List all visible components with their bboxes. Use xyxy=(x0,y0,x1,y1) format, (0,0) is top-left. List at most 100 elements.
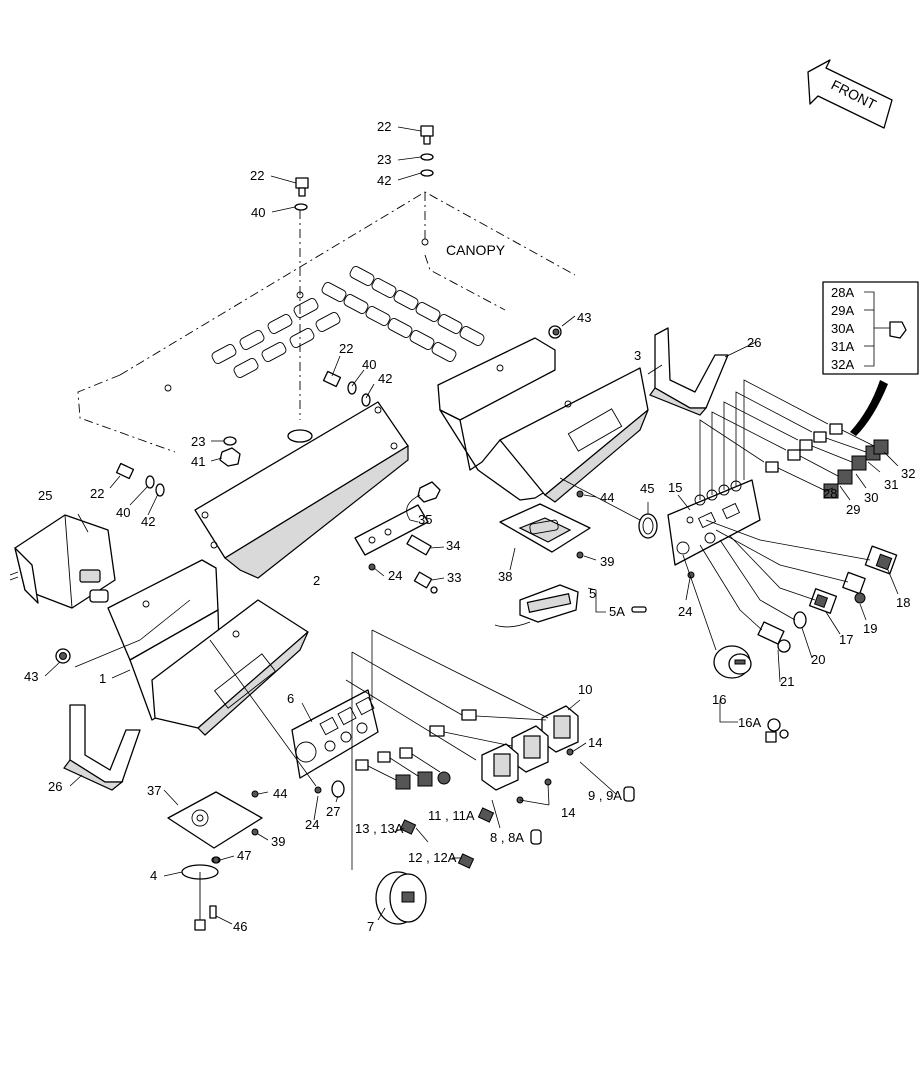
hour-meter-7 xyxy=(375,871,427,925)
callout-11-11a: 11 , 11A xyxy=(428,808,475,823)
callout-3: 3 xyxy=(634,348,641,363)
callout-6: 6 xyxy=(287,691,294,706)
callout-12-12a: 12 , 12A xyxy=(408,850,457,865)
callout-19: 19 xyxy=(863,621,877,636)
callout-24: 24 xyxy=(305,817,319,832)
callout-1: 1 xyxy=(99,671,106,686)
callout-22: 22 xyxy=(250,168,264,183)
callout-46: 46 xyxy=(233,919,247,934)
legend-28a: 28A xyxy=(831,285,854,300)
key-16a xyxy=(765,718,789,743)
callout-43: 43 xyxy=(24,669,38,684)
callout-42: 42 xyxy=(378,371,392,386)
legend-30a: 30A xyxy=(831,321,854,336)
callout-24: 24 xyxy=(388,568,402,583)
grommet-45 xyxy=(638,513,658,539)
callout-31: 31 xyxy=(884,477,898,492)
callout-38: 38 xyxy=(498,569,512,584)
bolt-stack-top xyxy=(294,125,434,211)
callout-22: 22 xyxy=(339,341,353,356)
callout-22: 22 xyxy=(90,486,104,501)
switches-17-21 xyxy=(757,545,898,653)
callout-39: 39 xyxy=(600,554,614,569)
callout-40: 40 xyxy=(362,357,376,372)
canopy-outline xyxy=(77,191,576,453)
callout-5: 5 xyxy=(589,586,596,601)
callout-16a: 16A xyxy=(738,715,761,730)
callout-18: 18 xyxy=(896,595,910,610)
callout-13-13a: 13 , 13A xyxy=(355,821,404,836)
callout-10: 10 xyxy=(578,682,592,697)
legend-box xyxy=(822,281,919,436)
bezel-38 xyxy=(499,503,591,553)
callout-34: 34 xyxy=(446,538,460,553)
callout-24: 24 xyxy=(678,604,692,619)
callout-41: 41 xyxy=(191,454,205,469)
callout-45: 45 xyxy=(640,481,654,496)
callout-37: 37 xyxy=(147,783,161,798)
switch-bracket-35 xyxy=(354,481,441,594)
console-bracket-1 xyxy=(55,559,309,736)
callout-30: 30 xyxy=(864,490,878,505)
callout-42: 42 xyxy=(141,514,155,529)
mount-bracket-26-right xyxy=(649,327,729,416)
callout-25: 25 xyxy=(38,488,52,503)
callout-16: 16 xyxy=(712,692,726,707)
callout-23: 23 xyxy=(191,434,205,449)
callout-4: 4 xyxy=(150,868,157,883)
callout-26: 26 xyxy=(747,335,761,350)
canopy-label: CANOPY xyxy=(446,242,506,258)
callout-17: 17 xyxy=(839,632,853,647)
callout-32: 32 xyxy=(901,466,915,481)
callout-47: 47 xyxy=(237,848,251,863)
mount-bracket-26-left xyxy=(63,704,141,791)
callout-35: 35 xyxy=(418,512,432,527)
key-switch-16 xyxy=(713,645,752,679)
callout-14: 14 xyxy=(561,805,575,820)
legend-32a: 32A xyxy=(831,357,854,372)
callout-28: 28 xyxy=(823,486,837,501)
harness-wires xyxy=(74,379,871,870)
console-bracket-3 xyxy=(437,325,649,503)
callout-15: 15 xyxy=(668,480,682,495)
callout-40: 40 xyxy=(251,205,265,220)
rod-4 xyxy=(181,856,221,931)
callout-7: 7 xyxy=(367,919,374,934)
bolt-stack-left xyxy=(115,370,371,497)
callout-21: 21 xyxy=(780,674,794,689)
callout-40: 40 xyxy=(116,505,130,520)
light-housing-5 xyxy=(494,584,647,628)
callout-44: 44 xyxy=(600,490,614,505)
horn-25 xyxy=(9,514,116,609)
callout-5a: 5A xyxy=(609,604,625,619)
legend-29a: 29A xyxy=(831,303,854,318)
front-arrow-icon: FRONT xyxy=(807,59,893,129)
callout-20: 20 xyxy=(811,652,825,667)
callout-42: 42 xyxy=(377,173,391,188)
plate-37 xyxy=(167,791,263,849)
bracket-panel-2 xyxy=(194,401,409,579)
legend-31a: 31A xyxy=(831,339,854,354)
callout-39: 39 xyxy=(271,834,285,849)
gauge-panel-6 xyxy=(291,689,379,798)
callout-43: 43 xyxy=(577,310,591,325)
leader-lines xyxy=(44,126,899,925)
callout-14: 14 xyxy=(588,735,602,750)
callout-23: 23 xyxy=(377,152,391,167)
screws xyxy=(212,490,695,864)
callout-22: 22 xyxy=(377,119,391,134)
callout-labels: CANOPY 28A 29A 30A 31A 32A 22 23 42 22 4… xyxy=(24,119,915,934)
relay-10 xyxy=(541,705,579,753)
callout-33: 33 xyxy=(447,570,461,585)
callout-44: 44 xyxy=(273,786,287,801)
harness-connectors xyxy=(355,709,547,869)
callout-8-8a: 8 , 8A xyxy=(490,830,524,845)
callout-27: 27 xyxy=(326,804,340,819)
callout-2: 2 xyxy=(313,573,320,588)
switch-pack-28-32 xyxy=(765,423,889,499)
callout-29: 29 xyxy=(846,502,860,517)
callout-9-9a: 9 , 9A xyxy=(588,788,622,803)
callout-26: 26 xyxy=(48,779,62,794)
relay-8 xyxy=(481,743,542,845)
